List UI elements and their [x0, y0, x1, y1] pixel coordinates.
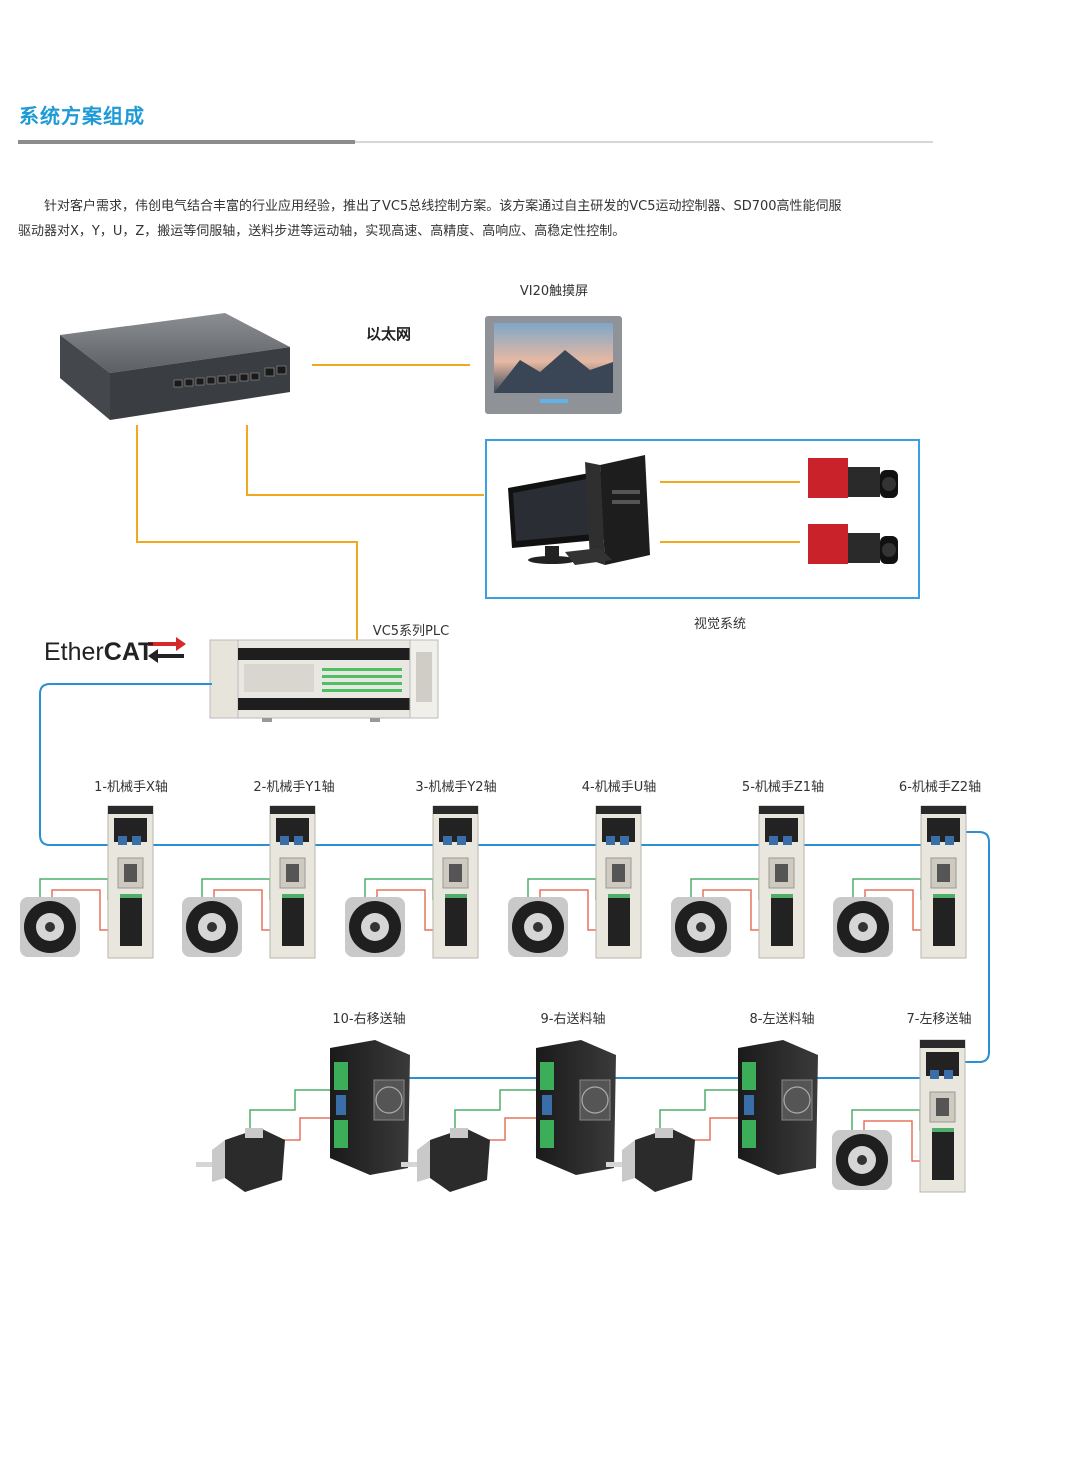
- servo-axis-group-2: [182, 805, 316, 959]
- servo-drive-icon-6: [920, 805, 967, 959]
- stepper-drive-icon-8: [738, 1040, 818, 1175]
- ethernet-lines: [136, 364, 800, 640]
- feed-axis-label-9: 9-右送料轴: [540, 1012, 606, 1027]
- servo-row: [20, 805, 967, 959]
- ethernet-line-switch-vision: [246, 425, 484, 496]
- vision-system-label: 视觉系统: [693, 617, 747, 632]
- plc-label: VC5系列PLC: [372, 624, 450, 639]
- vision-system-box: [485, 439, 920, 599]
- intro-line-2: 驱动器对X，Y，U，Z，搬运等伺服轴，送料步进等运动轴，实现高速、高精度、高响应…: [18, 224, 626, 239]
- servo-motor-icon-3: [345, 897, 405, 957]
- page-title: 系统方案组成: [19, 104, 145, 128]
- stepper-drive-icon-10: [330, 1040, 410, 1175]
- ethercat-line-servo6-to-axis7: [950, 831, 990, 1063]
- servo-axis-label-1: 1-机械手X轴: [94, 780, 168, 795]
- servo-axis-label-3: 3-机械手Y2轴: [415, 780, 497, 795]
- ethercat-line-plc-to-servos: [39, 683, 950, 846]
- ethercat-logo-cat: CAT: [103, 638, 154, 666]
- servo-drive-icon-2: [269, 805, 316, 959]
- servo-axis-label-4: 4-机械手U轴: [581, 780, 657, 795]
- servo-drive-icon-7: [919, 1039, 966, 1193]
- title-underline-light: [355, 141, 933, 143]
- touchscreen-label: VI20触摸屏: [519, 284, 589, 299]
- stepper-drive-icon-9: [536, 1040, 616, 1175]
- ethercat-logo-ether: Ether: [44, 638, 104, 666]
- servo-drive-icon-5: [758, 805, 805, 959]
- network-switch-icon: [60, 313, 290, 420]
- servo-axis-group-4: [508, 805, 642, 959]
- stepper-wire-red-8: [680, 1117, 743, 1141]
- stepper-wire-green-8: [659, 1089, 743, 1132]
- ethernet-label: 以太网: [366, 325, 412, 343]
- desktop-computer-icon: [508, 455, 650, 565]
- ethercat-logo: EtherCAT: [44, 632, 194, 672]
- feed-axis-label-10: 10-右移送轴: [332, 1012, 406, 1027]
- servo-motor-icon-5: [671, 897, 731, 957]
- servo-drive-icon-3: [432, 805, 479, 959]
- servo-motor-icon-1: [20, 897, 80, 957]
- stepper-wire-green-9: [454, 1089, 541, 1132]
- servo-axis-label-6: 6-机械手Z2轴: [898, 780, 982, 795]
- stepper-wire-red-10: [270, 1117, 335, 1141]
- servo-motor-icon-7: [832, 1130, 892, 1190]
- servo-motor-icon-2: [182, 897, 242, 957]
- stepper-axis-group-10: [196, 1040, 410, 1192]
- industrial-camera-icon: [808, 458, 898, 498]
- industrial-camera-icon-2: [808, 524, 898, 564]
- stepper-wire-green-10: [249, 1089, 335, 1132]
- servo-axis-group-7: [832, 1039, 966, 1193]
- servo-drive-icon-1: [107, 805, 154, 959]
- servo-axis-group-5: [671, 805, 805, 959]
- servo-motor-icon-6: [833, 897, 893, 957]
- stepper-axis-group-9: [401, 1040, 616, 1192]
- ethercat-lines: [39, 683, 990, 1079]
- title-underline-dark: [18, 140, 355, 144]
- servo-axis-group-1: [20, 805, 154, 959]
- feed-axis-label-8: 8-左送料轴: [749, 1012, 815, 1027]
- servo-axis-group-6: [833, 805, 967, 959]
- plc-controller-icon: [209, 639, 439, 722]
- ethernet-line-switch-plc: [136, 425, 358, 640]
- stepper-wire-red-9: [475, 1117, 541, 1141]
- servo-axis-label-2: 2-机械手Y1轴: [253, 780, 335, 795]
- ethercat-arrow-icon: [148, 637, 186, 663]
- servo-motor-icon-4: [508, 897, 568, 957]
- intro-line-1: 针对客户需求，伟创电气结合丰富的行业应用经验，推出了VC5总线控制方案。该方案通…: [44, 199, 842, 214]
- feed-axis-label-7: 7-左移送轴: [906, 1012, 972, 1027]
- intro-paragraph: 针对客户需求，伟创电气结合丰富的行业应用经验，推出了VC5总线控制方案。该方案通…: [18, 194, 918, 244]
- servo-axis-label-5: 5-机械手Z1轴: [741, 780, 825, 795]
- stepper-axis-group-8: [606, 1040, 818, 1192]
- servo-drive-icon-4: [595, 805, 642, 959]
- feed-row: [196, 1039, 966, 1193]
- servo-axis-group-3: [345, 805, 479, 959]
- stepper-motor-icon-9: [401, 1128, 490, 1192]
- stepper-motor-icon-8: [606, 1128, 695, 1192]
- stepper-motor-icon-10: [196, 1128, 285, 1192]
- touch-screen-icon: [485, 316, 622, 414]
